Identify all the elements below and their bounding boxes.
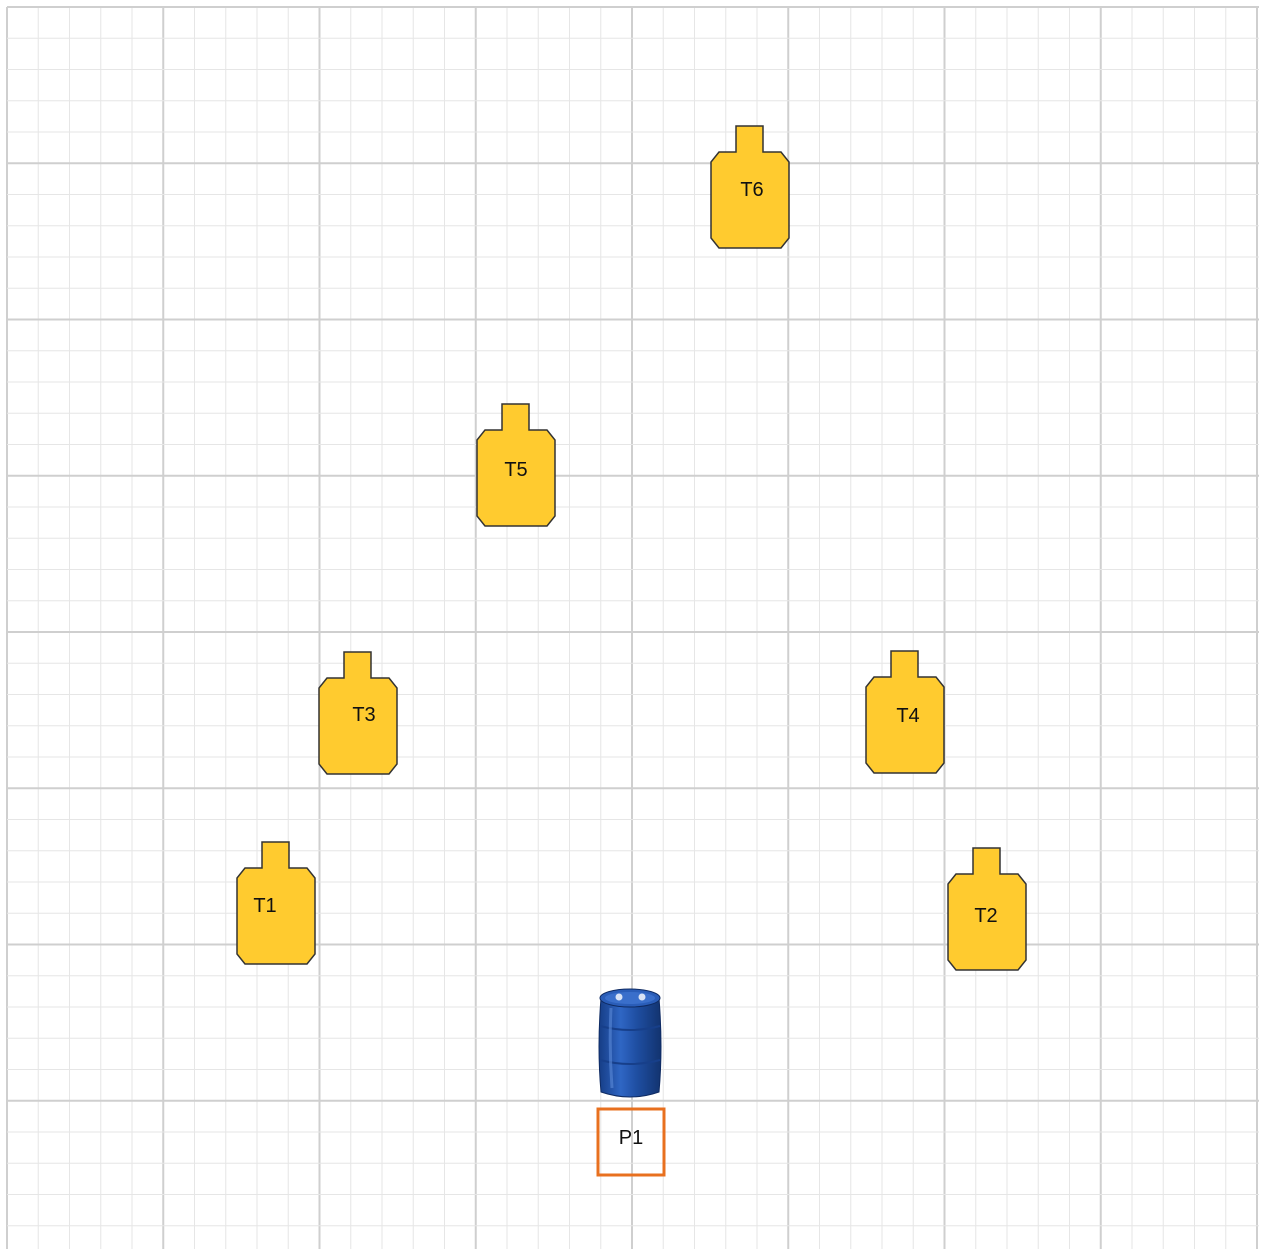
position-label: P1: [619, 1127, 643, 1149]
target-label: T6: [740, 179, 763, 201]
barrel-icon: [599, 989, 661, 1097]
target-label: T5: [504, 459, 527, 481]
barrel[interactable]: [599, 989, 661, 1097]
target-label: T3: [352, 704, 375, 726]
target-label: T2: [974, 905, 997, 927]
target-label: T1: [253, 895, 276, 917]
target-label: T4: [896, 705, 919, 727]
